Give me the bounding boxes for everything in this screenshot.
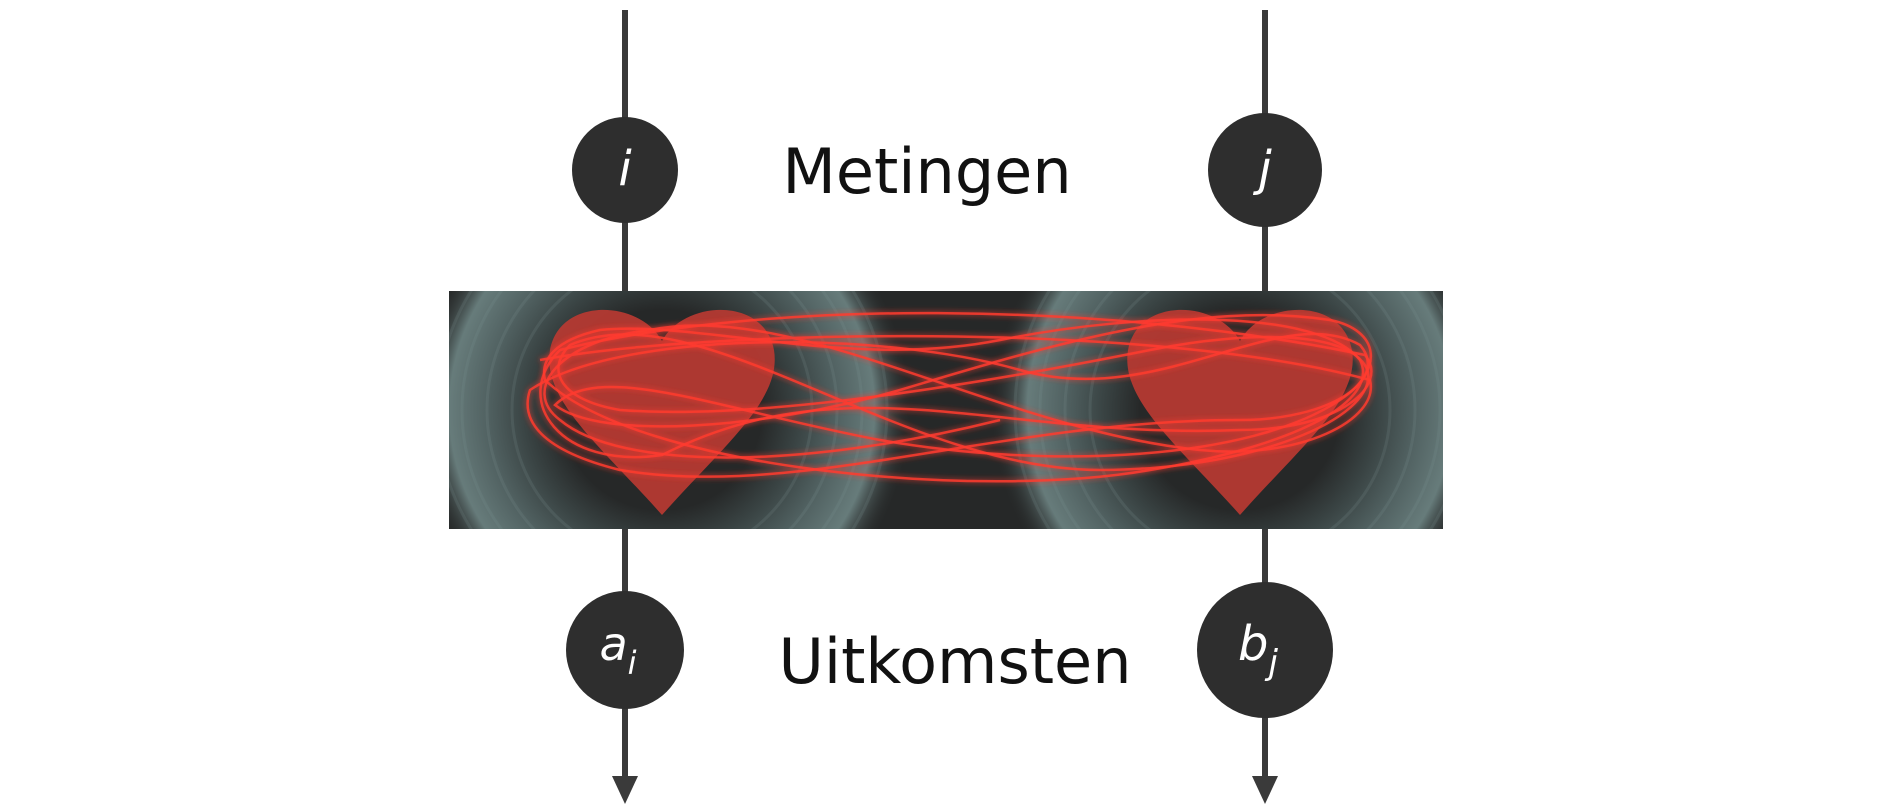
right-outcome-label: bj [1238,616,1278,683]
right-outcome-base: b [1238,616,1268,672]
left-setting-label: i [618,141,632,197]
measurements-heading: Metingen [782,135,1071,208]
outcomes-heading: Uitkomsten [779,625,1132,698]
right-heart-icon [1127,309,1353,515]
left-outcome-node: ai [566,591,684,709]
right-setting-node: j [1208,113,1322,227]
entangled-strands [526,311,1373,483]
left-outcome-subscript: i [628,644,637,682]
left-outcome-base: a [599,617,627,671]
entangled-state-panel [449,291,1443,529]
right-outcome-subscript: j [1265,643,1279,683]
left-outcome-label: ai [599,617,636,682]
right-arrow-head [1252,776,1278,804]
left-setting-node: i [572,117,678,223]
right-outcome-node: bj [1197,582,1333,718]
left-arrow-head [612,776,638,804]
